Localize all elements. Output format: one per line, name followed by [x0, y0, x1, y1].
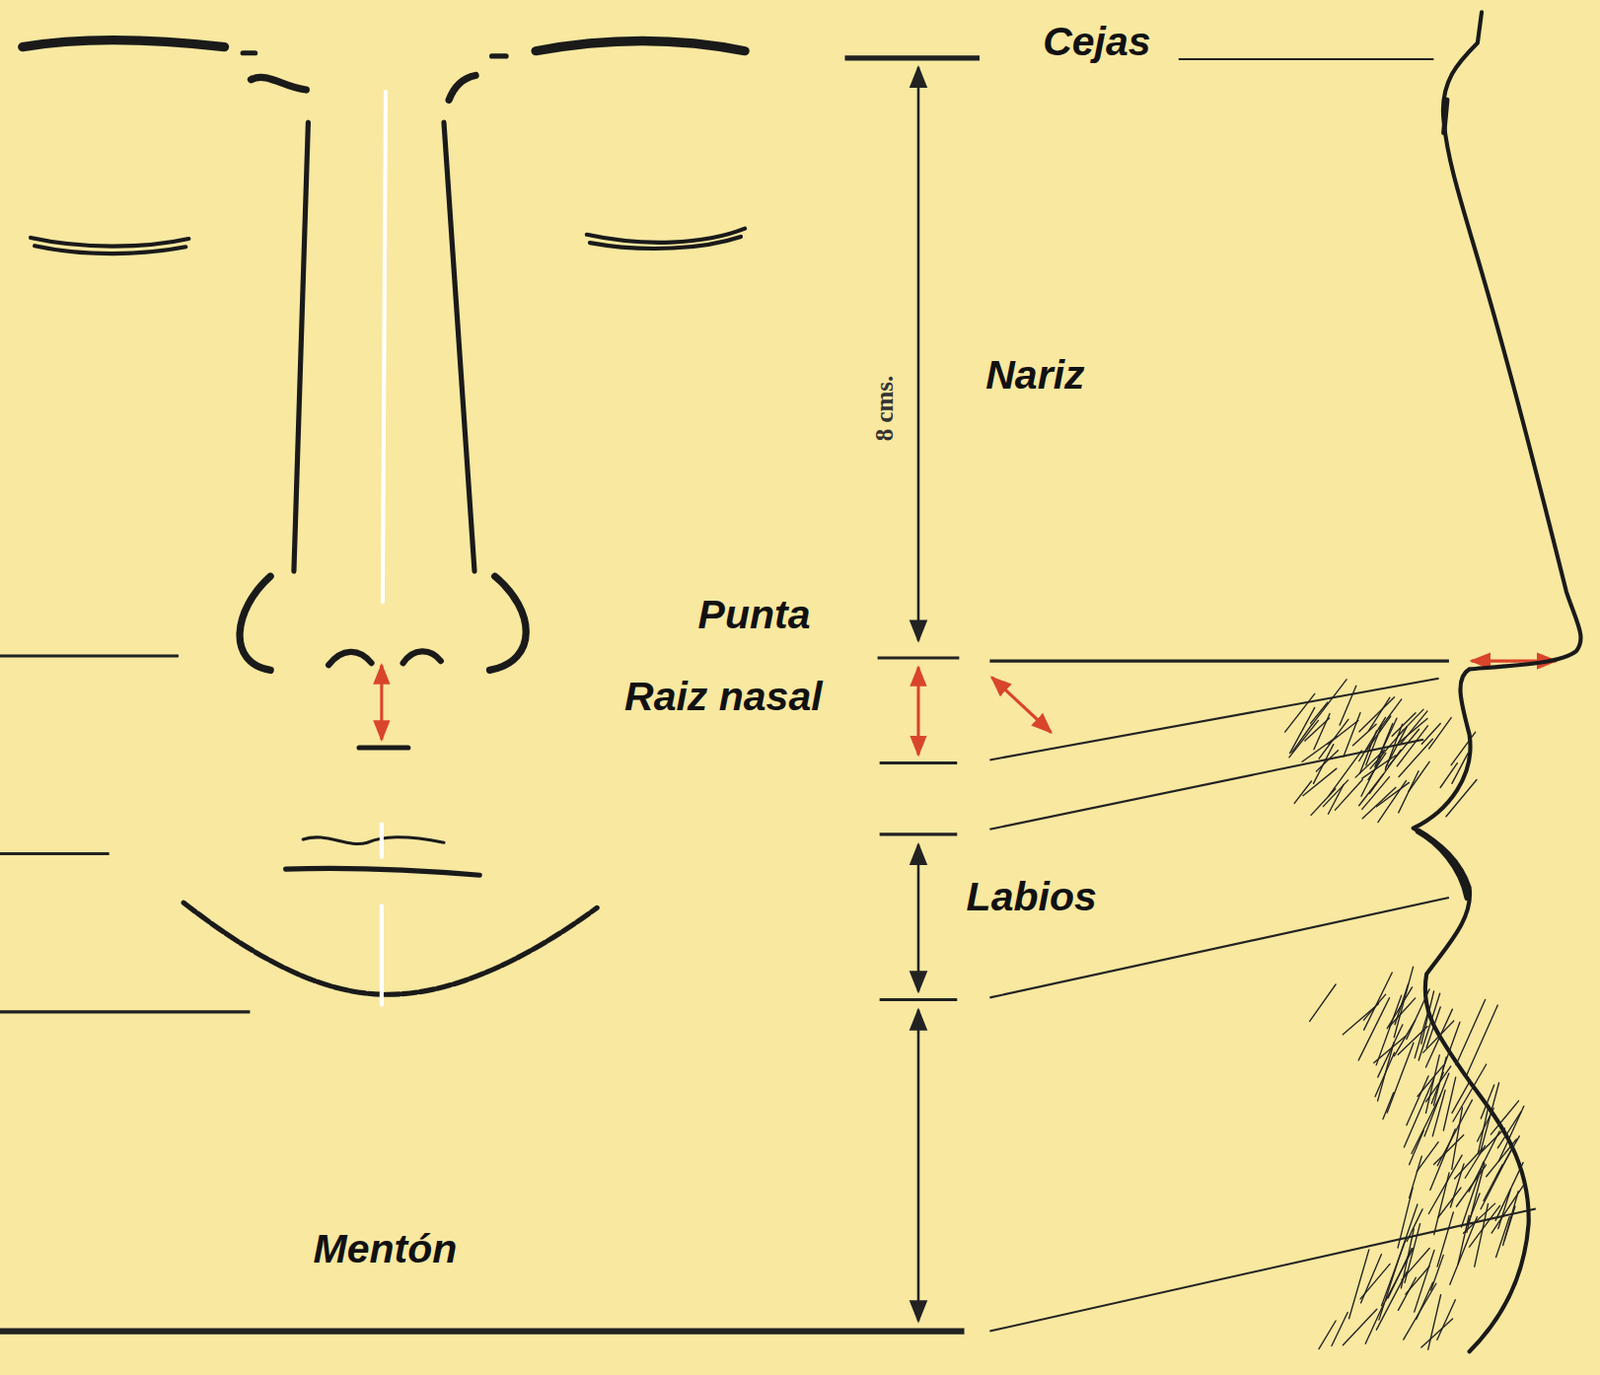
part-label: Mentón: [313, 1228, 458, 1269]
hair-stroke: [1498, 1105, 1524, 1162]
hair-stroke: [1474, 1203, 1489, 1267]
part-label: Punta: [698, 593, 811, 635]
hair-stroke: [1290, 707, 1315, 753]
hair-stroke: [1310, 702, 1328, 724]
hair-stroke: [1421, 1318, 1454, 1348]
hair-stroke: [1365, 1303, 1384, 1344]
hair-stroke: [1379, 1260, 1399, 1320]
hair-stroke: [1376, 782, 1409, 806]
hair-stroke: [1292, 724, 1312, 752]
hair-stroke: [1416, 1142, 1439, 1172]
hair-stroke: [1318, 719, 1349, 759]
hair-stroke: [1443, 1077, 1455, 1131]
hair-stroke: [1335, 779, 1364, 810]
hair-stroke: [1490, 1100, 1519, 1135]
hair-stroke: [1425, 1009, 1453, 1068]
hair-stroke: [1446, 780, 1477, 817]
hair-stroke: [1423, 1020, 1455, 1053]
hair-stroke: [1386, 987, 1412, 1029]
hair-stroke: [1380, 699, 1402, 729]
hair-stroke: [1349, 1249, 1370, 1319]
part-label: Raiz nasal: [624, 676, 823, 718]
hair-stroke: [1393, 1019, 1415, 1056]
hair-stroke: [1309, 984, 1336, 1021]
hair-stroke: [1382, 1092, 1394, 1120]
hair-stroke: [1362, 755, 1396, 779]
hair-stroke: [1378, 1024, 1403, 1078]
part-label: Cejas: [1042, 21, 1151, 63]
hair-stroke: [1455, 999, 1486, 1065]
dimension-label: 8 cms.: [871, 374, 896, 441]
hair-stroke: [1318, 1320, 1336, 1350]
hair-stroke: [1313, 744, 1334, 785]
hair-stroke: [1406, 989, 1430, 1040]
hair-stroke: [1465, 1005, 1498, 1077]
hair-stroke: [1503, 1191, 1520, 1246]
hair-stroke: [1406, 1076, 1429, 1126]
hair-stroke: [1408, 761, 1430, 792]
hair-stroke: [1397, 1025, 1428, 1055]
hair-stroke: [1369, 749, 1401, 794]
hair-stroke: [1370, 729, 1404, 769]
hair-stroke: [1339, 685, 1357, 726]
hair-stroke: [1477, 1107, 1495, 1142]
hair-stroke: [1342, 1309, 1377, 1346]
hair-stroke: [1429, 718, 1453, 749]
hair-stroke: [1328, 750, 1362, 797]
hair-stroke: [1367, 716, 1391, 750]
hair-stroke: [1361, 1254, 1382, 1304]
hair-stroke: [1358, 998, 1389, 1061]
hair-stroke: [1322, 780, 1348, 807]
hair-stroke: [1397, 1277, 1416, 1310]
hair-stroke: [1453, 1064, 1487, 1122]
hair-stroke: [1289, 720, 1319, 757]
face-profile: [1285, 11, 1582, 1352]
hair-stroke: [1375, 1052, 1395, 1097]
hair-stroke: [1397, 718, 1428, 743]
hair-stroke: [1386, 1042, 1414, 1113]
front-face: [22, 40, 745, 1006]
measure-lines: [0, 58, 1536, 1332]
hair-stroke: [1400, 711, 1428, 744]
hair-stroke: [1411, 1095, 1441, 1155]
hair-stroke: [1369, 697, 1390, 730]
hair-stroke: [1294, 781, 1311, 803]
hair-stroke: [1409, 1130, 1425, 1165]
hair-stroke: [1424, 1073, 1450, 1137]
hair-stroke: [1362, 777, 1390, 810]
hair-stroke: [1428, 1295, 1442, 1350]
hair-stroke: [1403, 1079, 1434, 1148]
hair-stroke: [1468, 1131, 1500, 1192]
hair-stroke: [1331, 1311, 1348, 1346]
hair-stroke: [1418, 993, 1440, 1061]
hair-stroke: [1437, 1212, 1454, 1267]
hair-stroke: [1431, 1254, 1445, 1291]
hair-stroke: [1437, 1300, 1456, 1340]
red-arrows: [381, 660, 1557, 755]
hair-texture: [1285, 679, 1526, 1350]
hair-stroke: [1479, 1128, 1506, 1155]
hair-stroke: [1353, 724, 1378, 746]
hair-stroke: [1397, 1187, 1413, 1248]
hair-stroke: [1315, 750, 1338, 772]
hair-stroke: [1486, 1139, 1518, 1177]
hair-stroke: [1430, 1129, 1455, 1191]
hair-stroke: [1497, 1111, 1522, 1149]
hair-stroke: [1440, 763, 1457, 789]
hair-stroke: [1431, 1072, 1444, 1104]
part-label: Labios: [966, 875, 1097, 917]
hair-stroke: [1480, 1085, 1494, 1119]
hair-stroke: [1391, 713, 1416, 737]
hair-stroke: [1313, 714, 1330, 750]
hair-stroke: [1359, 697, 1395, 732]
part-label: Nariz: [985, 354, 1085, 395]
hair-stroke: [1450, 1217, 1478, 1286]
hair-stroke: [1406, 1209, 1423, 1242]
hair-stroke: [1451, 731, 1476, 765]
hair-stroke: [1378, 780, 1407, 822]
hair-stroke: [1343, 713, 1361, 758]
hair-stroke: [1401, 1248, 1430, 1281]
hair-stroke: [1359, 717, 1386, 761]
